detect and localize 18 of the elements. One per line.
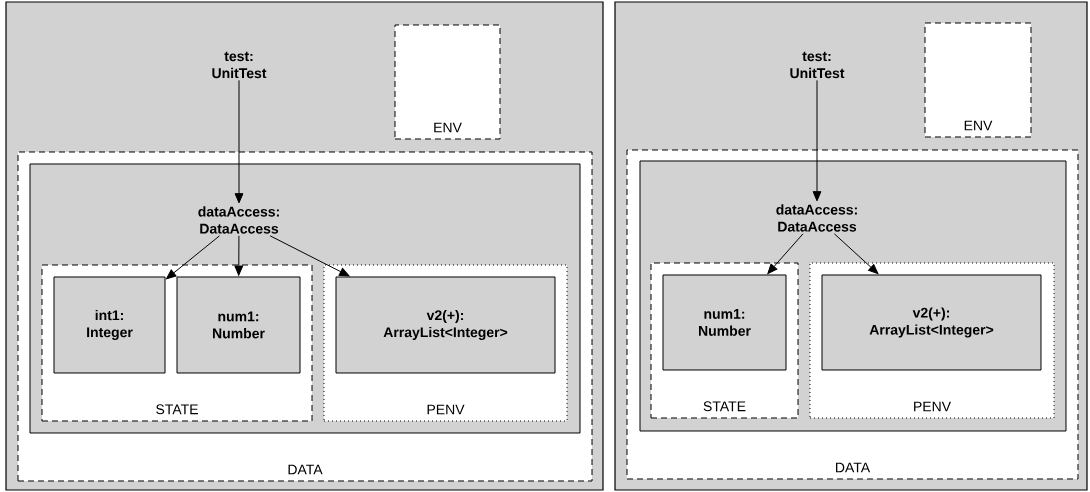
object-label: test: UnitTest <box>212 51 267 79</box>
object-box: int1: Integer <box>53 276 166 374</box>
object-box: v2(+): ArrayList<Integer> <box>335 276 556 374</box>
arrow <box>833 233 879 275</box>
object-label: dataAccess: DataAccess <box>776 204 857 232</box>
object-box: num1: Number <box>176 276 301 374</box>
object-label: test: UnitTest <box>790 51 845 79</box>
arrow <box>234 235 244 276</box>
arrow <box>269 235 350 277</box>
arrow <box>166 235 220 280</box>
arrow <box>812 79 822 202</box>
object-label: dataAccess: DataAccess <box>198 206 279 234</box>
object-box: num1: Number <box>662 274 787 371</box>
object-box: v2(+): ArrayList<Integer> <box>821 274 1042 371</box>
arrow <box>767 233 804 274</box>
region-box: ENV <box>394 24 501 140</box>
arrow <box>234 79 244 204</box>
region-box: ENV <box>924 22 1032 138</box>
